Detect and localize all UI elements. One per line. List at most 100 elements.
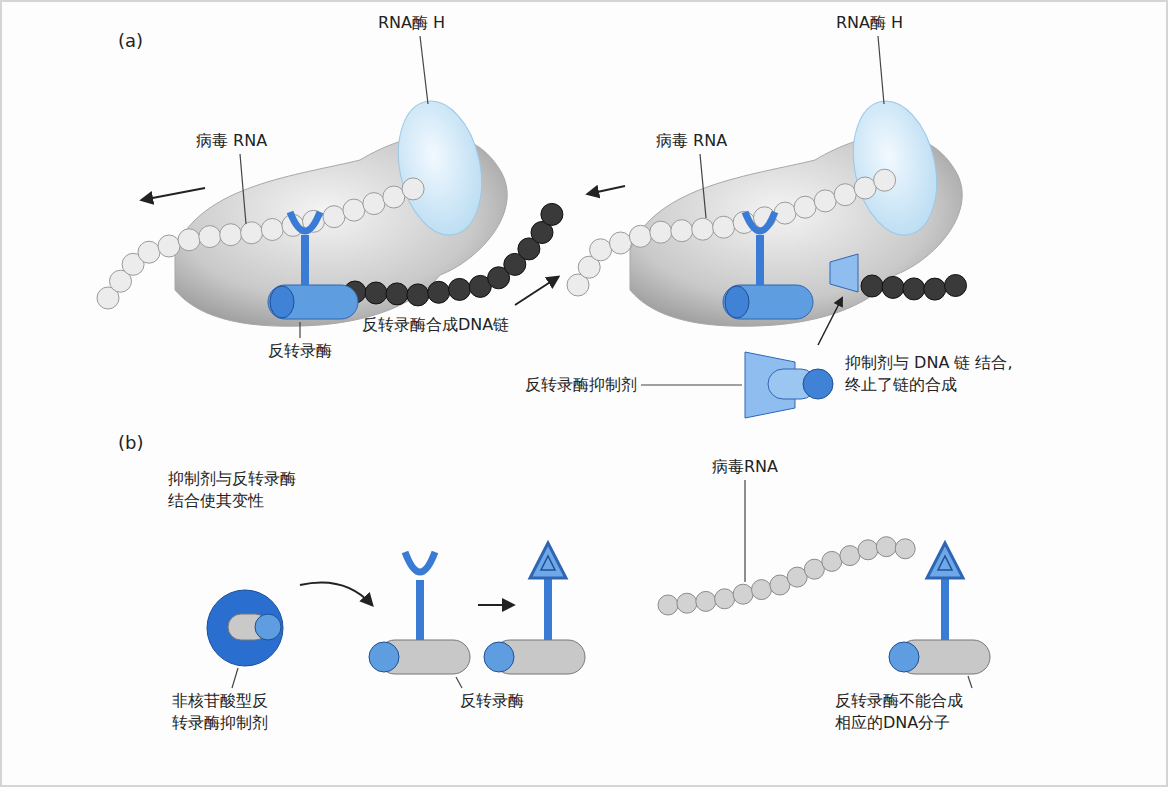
nucleotide-bead	[650, 221, 672, 243]
leader-line	[456, 677, 462, 688]
nucleotide-bead	[402, 178, 424, 200]
callout-label: 病毒RNA	[712, 456, 778, 478]
nucleotide-bead	[629, 225, 651, 247]
nucleotide-bead	[407, 284, 429, 306]
leader-line	[240, 154, 246, 224]
callout-label: 病毒 RNA	[656, 130, 727, 152]
nucleotide-bead	[945, 275, 967, 297]
curved-arrow	[300, 583, 372, 606]
nucleotide-bead	[814, 190, 836, 212]
nucleotide-bead	[903, 278, 925, 300]
leader-line	[420, 36, 428, 104]
nucleotide-bead	[658, 595, 678, 615]
callout-label: RNA酶 H	[836, 12, 903, 34]
nucleotide-bead	[365, 282, 387, 304]
rnase-h	[842, 93, 949, 243]
nucleotide-bead	[178, 229, 200, 251]
bound-inhibitor	[830, 254, 858, 292]
leader-line	[641, 384, 742, 385]
nucleotide-bead	[386, 283, 408, 305]
nucleotide-bead	[343, 199, 365, 221]
callout-label: 病毒 RNA	[196, 130, 267, 152]
nucleotide-bead	[794, 196, 816, 218]
rt-cylinder	[268, 285, 358, 319]
inhibitor-ball	[803, 369, 833, 399]
rt-end	[369, 642, 399, 672]
rt-cylinder	[723, 285, 813, 319]
leader-line	[299, 322, 300, 338]
denatured-site-inner	[938, 556, 952, 570]
callout-label: 非核苷酸型反 转录酶抑制剂	[172, 690, 284, 734]
panel-letter: (b)	[118, 432, 143, 454]
callout-label: RNA酶 H	[378, 12, 445, 34]
nucleotide-bead	[876, 537, 896, 557]
callout-label: 反转录酶抑制剂	[525, 374, 637, 396]
rt-end	[484, 642, 514, 672]
leader-line	[744, 480, 745, 582]
nucleotide-bead	[854, 177, 876, 199]
leader-line	[700, 154, 706, 218]
nucleotide-bead	[895, 539, 915, 559]
nucleotide-bead	[199, 226, 221, 248]
callout-label: 反转录酶不能合成 相应的DNA分子	[835, 690, 980, 734]
nucleotide-bead	[363, 193, 385, 215]
direction-arrow	[588, 186, 625, 194]
nucleotide-bead	[671, 220, 693, 242]
nucleotide-bead	[158, 235, 180, 257]
nucleotide-bead	[713, 216, 735, 238]
nucleotide-bead	[138, 241, 160, 263]
rt-stem	[941, 578, 949, 640]
nucleotide-bead	[383, 186, 405, 208]
nucleotide-bead	[834, 184, 856, 206]
nucleotide-bead	[261, 219, 283, 241]
callout-label: 抑制剂与反转录酶 结合使其变性	[168, 468, 323, 512]
nucleotide-bead	[220, 224, 242, 246]
rt-stem	[416, 580, 424, 640]
rt-cup	[405, 552, 435, 572]
denatured-site-inner	[541, 556, 555, 570]
callout-label: 反转录酶	[460, 690, 524, 712]
nucleotide-bead	[696, 591, 716, 611]
nucleotide-bead	[590, 239, 612, 261]
direction-arrow	[515, 277, 558, 305]
nucleotide-bead	[428, 281, 450, 303]
nucleotide-bead	[692, 218, 714, 240]
nucleotide-bead	[861, 275, 883, 297]
nucleotide-bead	[541, 203, 563, 225]
rt-end	[270, 286, 294, 318]
denatured-site	[927, 543, 963, 578]
denatured-site	[530, 543, 566, 578]
nucleotide-bead	[677, 593, 697, 613]
leader-line	[232, 668, 238, 688]
rt-stem	[544, 578, 552, 640]
nucleotide-bead	[882, 276, 904, 298]
nucleotide-bead	[449, 278, 471, 300]
callout-label: 抑制剂与 DNA 链 结合,终止了链的合成	[845, 352, 1035, 396]
nucleotide-bead	[323, 206, 345, 228]
nucleotide-bead	[715, 589, 735, 609]
nucleotide-bead	[733, 584, 753, 604]
step-arrow	[478, 604, 513, 606]
nnrti-ball	[255, 614, 281, 640]
nucleotide-bead	[822, 551, 842, 571]
rt-cup	[290, 212, 320, 231]
callout-label: 反转录酶	[268, 340, 332, 362]
callout-label: 反转录酶合成DNA链	[362, 314, 509, 336]
nucleotide-bead	[241, 222, 263, 244]
rt-end	[725, 286, 749, 318]
direction-arrow	[142, 188, 205, 200]
nnrti-disk	[207, 590, 283, 666]
rt-end	[889, 642, 919, 672]
rnase-h	[387, 93, 494, 243]
nucleotide-bead	[874, 169, 896, 191]
rt-stem	[301, 235, 309, 285]
nucleotide-bead	[924, 278, 946, 300]
pointer-arrow	[818, 298, 842, 345]
rt-cup	[745, 212, 775, 231]
nucleotide-bead	[858, 540, 878, 560]
leader-line	[968, 676, 972, 688]
panel-letter: (a)	[118, 30, 143, 52]
nucleotide-bead	[752, 580, 772, 600]
